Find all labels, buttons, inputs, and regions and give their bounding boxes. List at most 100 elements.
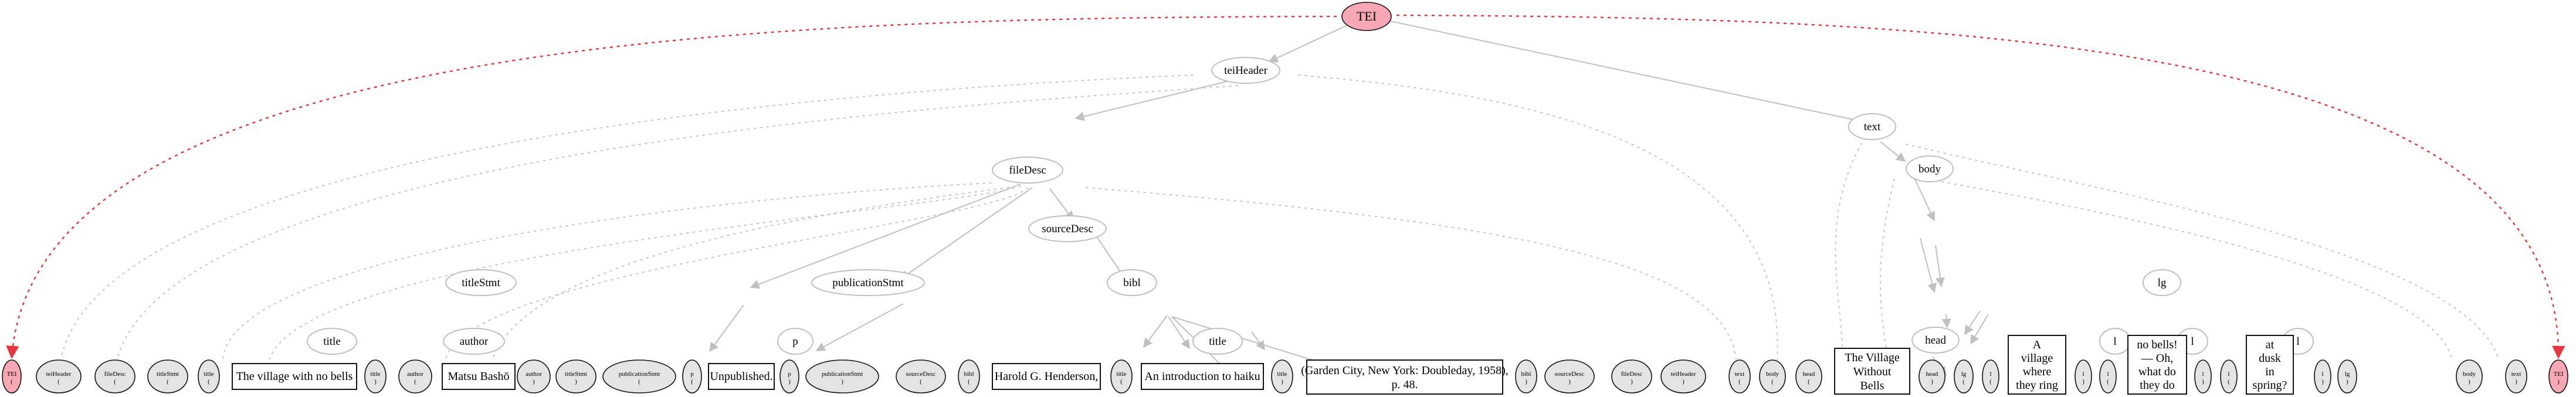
node-p: p: [777, 328, 814, 355]
svg-text:titleStmt: titleStmt: [565, 371, 587, 378]
svg-text:publicationStmt: publicationStmt: [822, 371, 863, 378]
tag-close-l: l ): [2075, 359, 2092, 393]
textbox-author: Matsu Bashō: [442, 363, 516, 390]
tag-close-p: p ): [779, 359, 799, 393]
svg-text:head: head: [1925, 334, 1946, 347]
svg-text:teiHeader: teiHeader: [1671, 371, 1696, 378]
svg-text:): ): [788, 378, 791, 385]
svg-text:title: title: [370, 371, 380, 378]
svg-text:publicationStmt: publicationStmt: [619, 371, 660, 378]
node-publicationstmt: publicationStmt: [811, 269, 925, 296]
tag-close-bibl: bibl ): [1515, 359, 1537, 393]
tag-open-publicationstmt: publicationStmt (: [602, 359, 676, 393]
svg-text:they do: they do: [2140, 379, 2174, 392]
svg-text:— Oh,: — Oh,: [2141, 352, 2173, 365]
node-sourcedesc: sourceDesc: [1028, 215, 1107, 242]
svg-text:l: l: [2107, 371, 2109, 378]
svg-text:Unpublished.: Unpublished.: [710, 370, 772, 383]
tag-close-tei: TEI ): [2548, 359, 2568, 393]
node-tei: TEI: [1341, 2, 1392, 31]
svg-text:fileDesc: fileDesc: [104, 371, 126, 378]
tag-open-body: body (: [1759, 359, 1786, 393]
svg-text:where: where: [2023, 365, 2052, 378]
svg-text:l: l: [2296, 335, 2299, 348]
svg-text:): ): [533, 378, 535, 385]
svg-text:): ): [2321, 378, 2324, 385]
closing-edges: [60, 74, 2499, 359]
svg-text:body: body: [1919, 163, 1941, 175]
textbox-title: The village with no bells: [232, 363, 357, 390]
svg-text:): ): [841, 378, 843, 385]
svg-text:body: body: [2463, 371, 2476, 378]
svg-text:): ): [2557, 378, 2560, 385]
svg-text:title: title: [1277, 371, 1287, 378]
svg-text:title: title: [1116, 371, 1126, 378]
node-titlestmt: titleStmt: [445, 269, 517, 296]
svg-text:): ): [1525, 378, 1527, 385]
svg-text:(: (: [638, 378, 640, 385]
root-links: [6, 14, 2565, 359]
textbox-p: Unpublished.: [708, 363, 775, 390]
svg-text:at: at: [2266, 338, 2275, 351]
textbox-head: The Village Without Bells: [1834, 348, 1910, 395]
tag-open-sourcedesc: sourceDesc (: [896, 359, 946, 393]
tree-edges: [709, 21, 1989, 391]
svg-text:p: p: [792, 335, 798, 348]
svg-text:text: text: [1864, 121, 1881, 133]
tag-close-l: l ): [2194, 359, 2212, 393]
svg-text:titleStmt: titleStmt: [462, 277, 500, 289]
svg-text:): ): [1281, 378, 1283, 385]
node-teiheader: teiHeader: [1211, 57, 1280, 84]
tag-close-body: body ): [2456, 359, 2483, 393]
tag-open-filedesc: fileDesc (: [94, 359, 135, 393]
svg-text:spring?: spring?: [2253, 379, 2287, 392]
svg-text:): ): [2082, 378, 2084, 385]
tag-close-teiheader: teiHeader ): [1660, 359, 1706, 393]
svg-text:): ): [1931, 378, 1933, 385]
svg-text:bibl: bibl: [1123, 277, 1141, 289]
svg-text:author: author: [460, 335, 489, 348]
svg-text:sourceDesc: sourceDesc: [1555, 371, 1585, 378]
node-bibl: bibl: [1107, 269, 1157, 296]
svg-text:A: A: [2033, 338, 2042, 351]
svg-text:(: (: [1771, 378, 1774, 385]
svg-text:l: l: [2321, 371, 2323, 378]
node-author: author: [443, 328, 505, 355]
svg-text:(: (: [920, 378, 922, 385]
svg-text:(: (: [1989, 378, 1992, 385]
svg-text:author: author: [407, 371, 423, 378]
svg-text:Bells: Bells: [1860, 379, 1884, 392]
svg-text:teiHeader: teiHeader: [1224, 65, 1268, 77]
svg-text:): ): [1682, 378, 1684, 385]
svg-text:TEI: TEI: [1357, 9, 1377, 23]
svg-text:fileDesc: fileDesc: [1621, 371, 1643, 378]
node-l: l: [2099, 328, 2131, 355]
textbox-line-3: at dusk in spring?: [2246, 335, 2294, 395]
svg-text:(: (: [57, 378, 60, 385]
svg-text:(: (: [1962, 378, 1965, 385]
textbox-bibl-author: Harold G. Henderson,: [992, 363, 1101, 390]
tag-open-head: head (: [1795, 359, 1822, 393]
svg-text:title: title: [1209, 335, 1226, 348]
svg-text:The village with no bells: The village with no bells: [236, 370, 353, 383]
svg-text:An introduction to haiku: An introduction to haiku: [1144, 370, 1260, 383]
svg-text:sourceDesc: sourceDesc: [906, 371, 936, 378]
svg-text:titleStmt: titleStmt: [157, 371, 179, 378]
svg-text:(: (: [208, 378, 210, 385]
tag-open-title: title (: [198, 359, 220, 393]
tag-open-l: l (: [2220, 359, 2238, 393]
svg-text:TEI: TEI: [6, 371, 16, 378]
svg-text:title: title: [323, 335, 341, 348]
svg-text:): ): [2468, 378, 2470, 385]
svg-text:l: l: [1989, 371, 1991, 378]
svg-text:lg: lg: [2158, 277, 2167, 289]
svg-text:(: (: [1808, 378, 1810, 385]
svg-text:): ): [1568, 378, 1571, 385]
tag-close-author: author ): [517, 359, 551, 393]
svg-text:bibl: bibl: [964, 371, 974, 378]
svg-text:(: (: [167, 378, 169, 385]
svg-text:author: author: [526, 371, 542, 378]
svg-text:(Garden City, New York: Double: (Garden City, New York: Doubleday, 1958)…: [1301, 364, 1508, 377]
node-lg: lg: [2143, 269, 2181, 296]
